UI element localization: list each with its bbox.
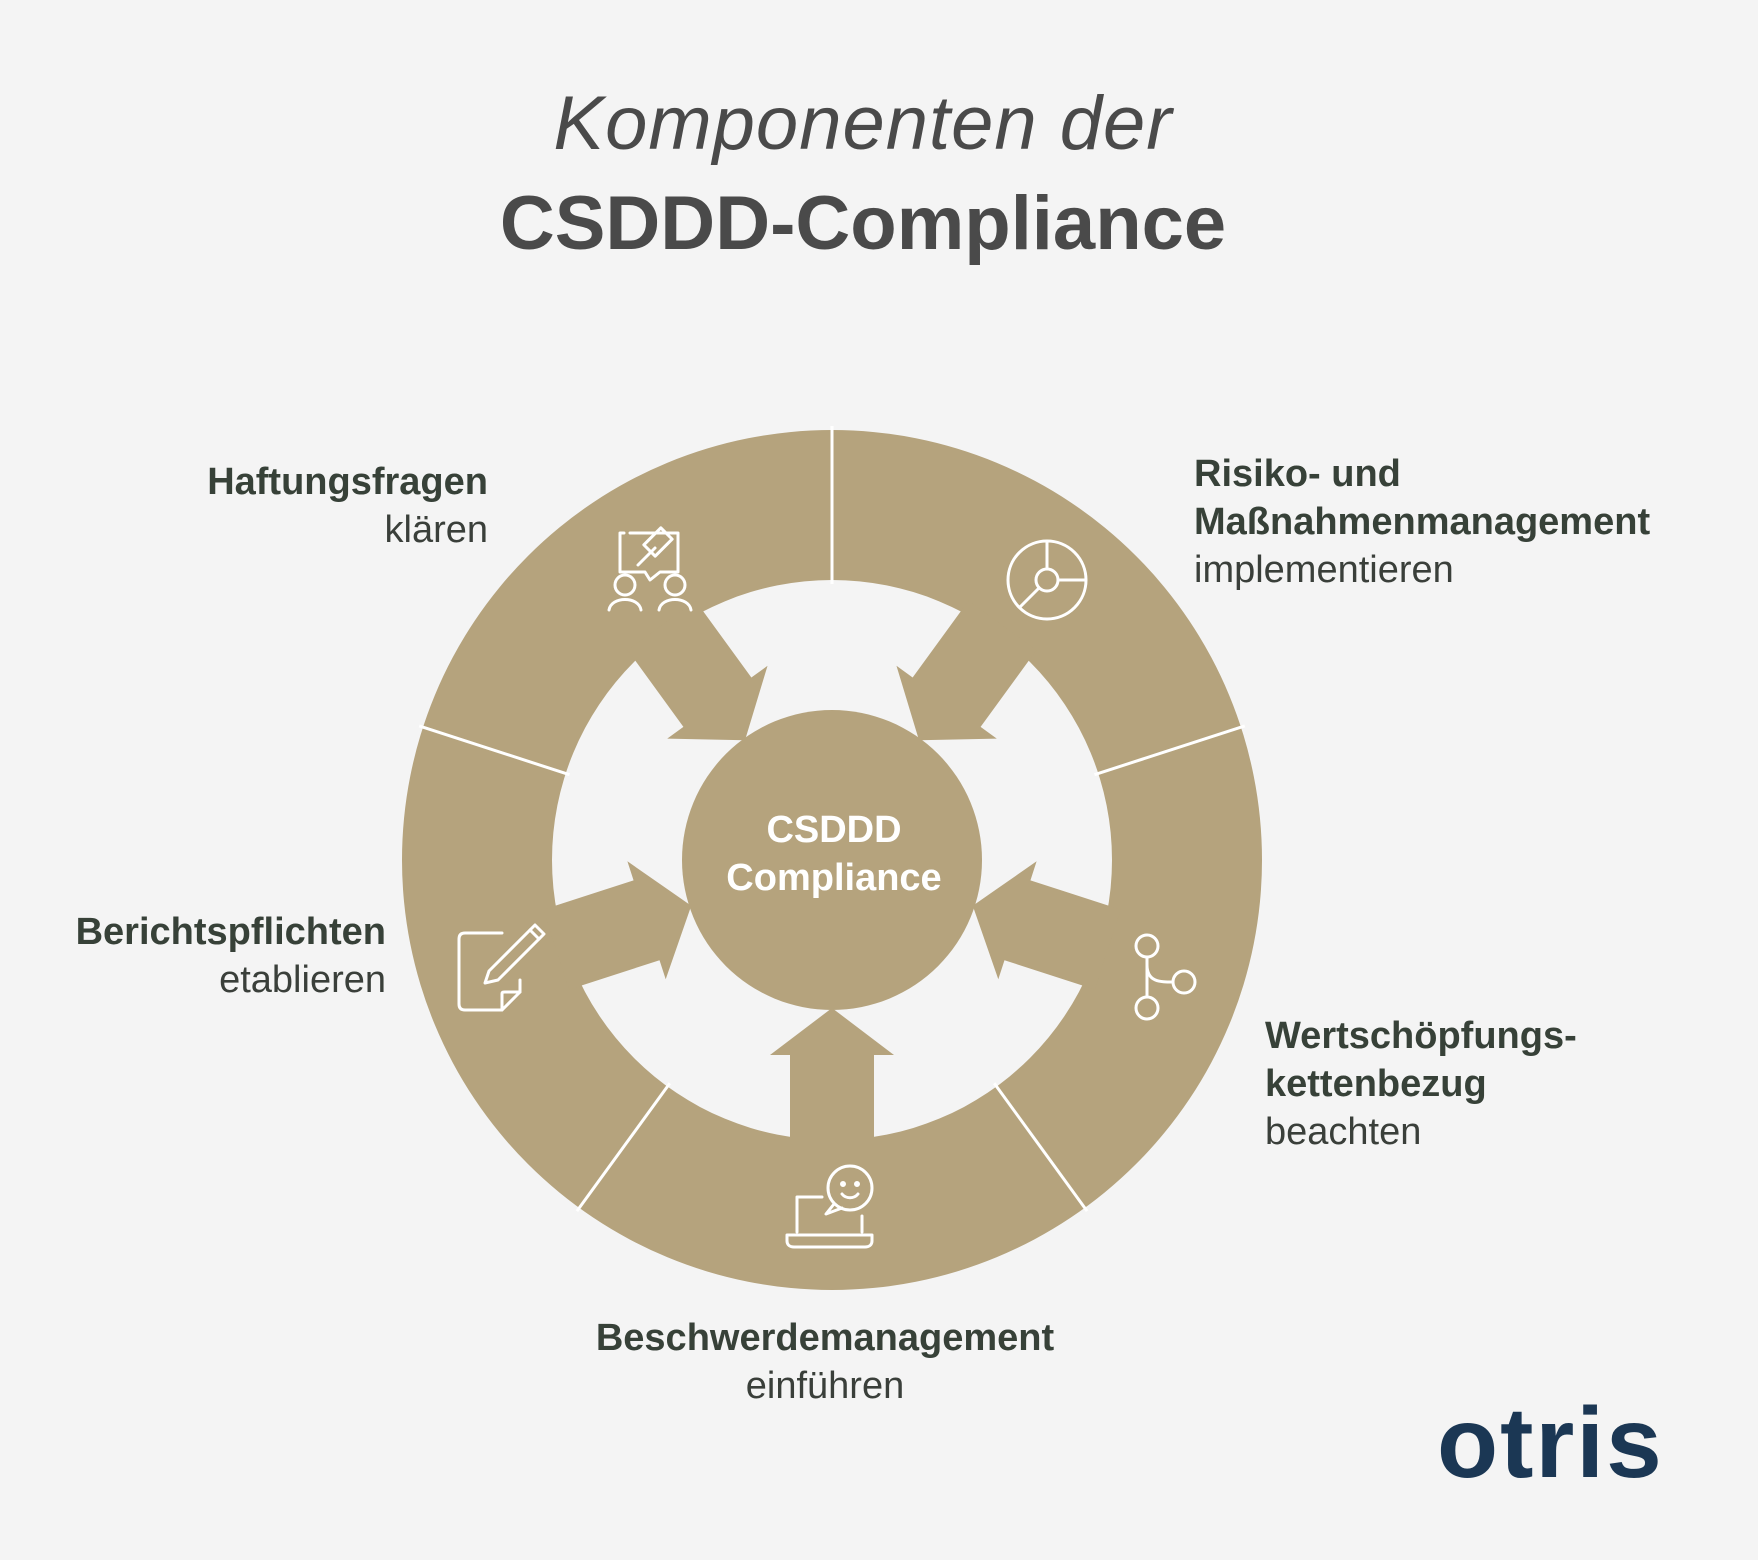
label-beschwerde-title: Beschwerdemanagement [595,1317,1055,1359]
segment-divider [993,1082,1089,1212]
label-bericht-subtitle: etablieren [219,959,386,1001]
label-wertschoepfung-subtitle: beachten [1265,1111,1422,1153]
laptop-chat-icon [785,1164,874,1249]
segment-divider [418,724,570,777]
label-bericht-title: Berichtspflichten [75,911,386,953]
label-bericht: Berichtspflichten etablieren [40,908,386,1004]
arrow-risiko [896,600,1037,741]
otris-logo: otris [1437,1387,1664,1499]
label-haftung-title: Haftungsfragen [207,461,488,503]
label-haftung: Haftungsfragen klären [140,458,488,554]
label-risiko-title-line1: Risiko- und [1194,453,1401,495]
ring [402,430,1262,1290]
label-beschwerde-subtitle: einführen [745,1365,905,1407]
ring-segments [402,426,1262,1290]
arrow-beschwerde [770,1008,894,1150]
label-wertschoepfung-title-line2: kettenbezug [1265,1063,1487,1105]
label-risiko-subtitle: implementieren [1194,549,1454,591]
title-line2: CSDDD-Compliance [499,181,1227,266]
branch-icon [1134,933,1197,1021]
label-beschwerde: Beschwerdemanagement einführen [525,1314,1125,1410]
label-haftung-subtitle: klären [384,509,489,551]
segment-divider [1094,724,1246,777]
document-pen-icon [457,923,546,1012]
pie-chart-icon [1006,539,1088,621]
inward-arrows [543,600,1121,1150]
center-label-line1: CSDDD [766,809,901,851]
arrow-bericht [543,861,692,990]
label-wertschoepfung-title-line1: Wertschöpfungs- [1265,1015,1577,1057]
segment-divider [575,1082,671,1212]
center-circle: CSDDD Compliance [682,710,982,1010]
center-label-line2: Compliance [726,857,941,899]
arrow-haftung [627,600,768,741]
label-risiko-title-line2: Maßnahmenmanagement [1194,501,1651,543]
gavel-people-icon [607,526,693,612]
title-line1: Komponenten der [553,81,1173,166]
label-risiko: Risiko- und Maßnahmenmanagement implemen… [1194,450,1714,594]
label-wertschoepfung: Wertschöpfungs- kettenbezug beachten [1265,1012,1725,1156]
arrow-wertschoepfung [972,861,1121,990]
